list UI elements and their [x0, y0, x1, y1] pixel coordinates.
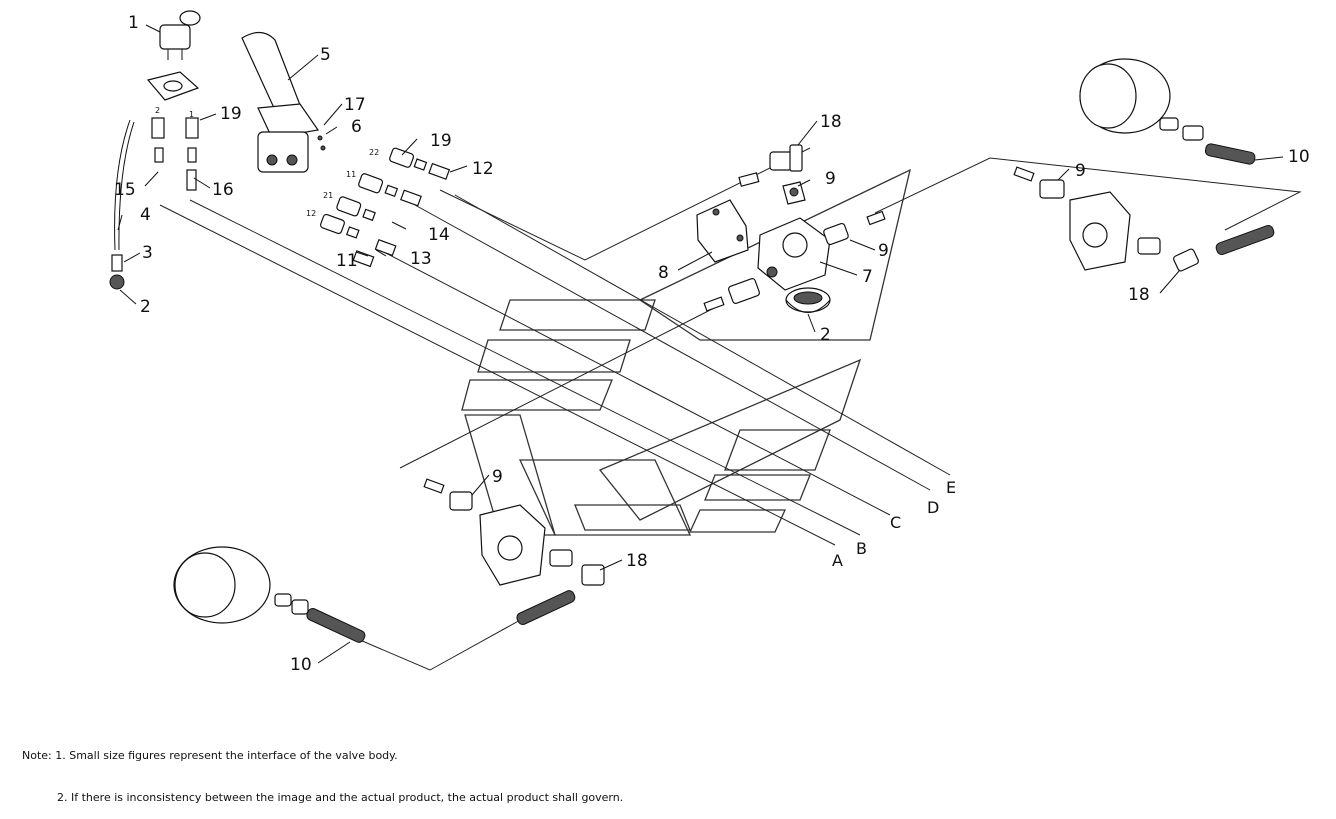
- part-4-hose-assembly: [109, 117, 199, 290]
- callout-9d: 9: [492, 467, 503, 487]
- part-1-switch: [146, 10, 201, 101]
- callout-10a: 10: [1288, 147, 1310, 167]
- callout-10b: 10: [290, 655, 312, 675]
- note-line-1: Note: 1. Small size figures represent th…: [22, 749, 398, 762]
- callout-19a: 19: [220, 104, 242, 124]
- part-7-relay-valve: [757, 210, 886, 291]
- line-letter-d: D: [927, 498, 939, 517]
- callout-labels: 1 5 17 6 19 15 16 4 3 2 19 12 14 13 11 1…: [114, 13, 1310, 675]
- abs-valve-bottom: [423, 478, 605, 586]
- callout-12: 12: [472, 159, 494, 179]
- callout-19b: 19: [430, 131, 452, 151]
- line-letter-c: C: [890, 513, 901, 532]
- abs-valve-right: [1013, 166, 1275, 272]
- callout-18a: 18: [820, 112, 842, 132]
- line-letter-b: B: [856, 539, 867, 558]
- watermark-logo: [461, 168, 911, 536]
- callout-2a: 2: [140, 297, 151, 317]
- callout-2b: 2: [820, 325, 831, 345]
- callout-16: 16: [212, 180, 234, 200]
- part-2-filter-center: [785, 287, 831, 313]
- callout-9a: 9: [825, 169, 836, 189]
- port-labels: 2 1 22 11 21 12: [155, 106, 379, 218]
- line-letter-e: E: [946, 478, 956, 497]
- callout-4: 4: [140, 205, 151, 225]
- fittings-cluster: [319, 147, 451, 268]
- note-block: Note: 1. Small size figures represent th…: [22, 721, 623, 819]
- callout-15: 15: [114, 180, 136, 200]
- callout-18c: 18: [626, 551, 648, 571]
- callout-13: 13: [410, 249, 432, 269]
- part-9-fitting-top: [782, 181, 806, 205]
- callout-17: 17: [344, 95, 366, 115]
- pipe-routing: [159, 147, 1302, 671]
- brake-chamber-bottom-left: [173, 546, 576, 643]
- note-line-2: 2. If there is inconsistency between the…: [57, 791, 624, 804]
- port-label-22: 22: [369, 148, 379, 157]
- callout-5: 5: [320, 45, 331, 65]
- callout-9b: 9: [878, 241, 889, 261]
- part-18-elbow-top: [738, 144, 803, 187]
- connector-center: [703, 277, 760, 312]
- port-label-11: 11: [346, 170, 356, 179]
- brake-chamber-top-right: [1079, 58, 1256, 165]
- leader-lines: [117, 24, 1284, 664]
- port-label-12: 12: [306, 209, 316, 218]
- port-label-2: 2: [155, 106, 160, 115]
- callout-3: 3: [142, 243, 153, 263]
- port-label-21: 21: [323, 191, 333, 200]
- callout-6: 6: [351, 117, 362, 137]
- part-5-foot-pedal-valve: [241, 31, 326, 173]
- line-letter-a: A: [832, 551, 843, 570]
- callout-8: 8: [658, 263, 669, 283]
- callout-7: 7: [862, 267, 873, 287]
- callout-1: 1: [128, 13, 139, 33]
- port-label-1: 1: [189, 110, 194, 119]
- callout-14: 14: [428, 225, 450, 245]
- callout-11: 11: [336, 251, 358, 271]
- part-8-bracket: [696, 199, 749, 263]
- line-letters: A B C D E: [832, 478, 956, 570]
- callout-18b: 18: [1128, 285, 1150, 305]
- exploded-parts-diagram: 1 5 17 6 19 15 16 4 3 2 19 12 14 13 11 1…: [109, 10, 1310, 675]
- callout-9c: 9: [1075, 161, 1086, 181]
